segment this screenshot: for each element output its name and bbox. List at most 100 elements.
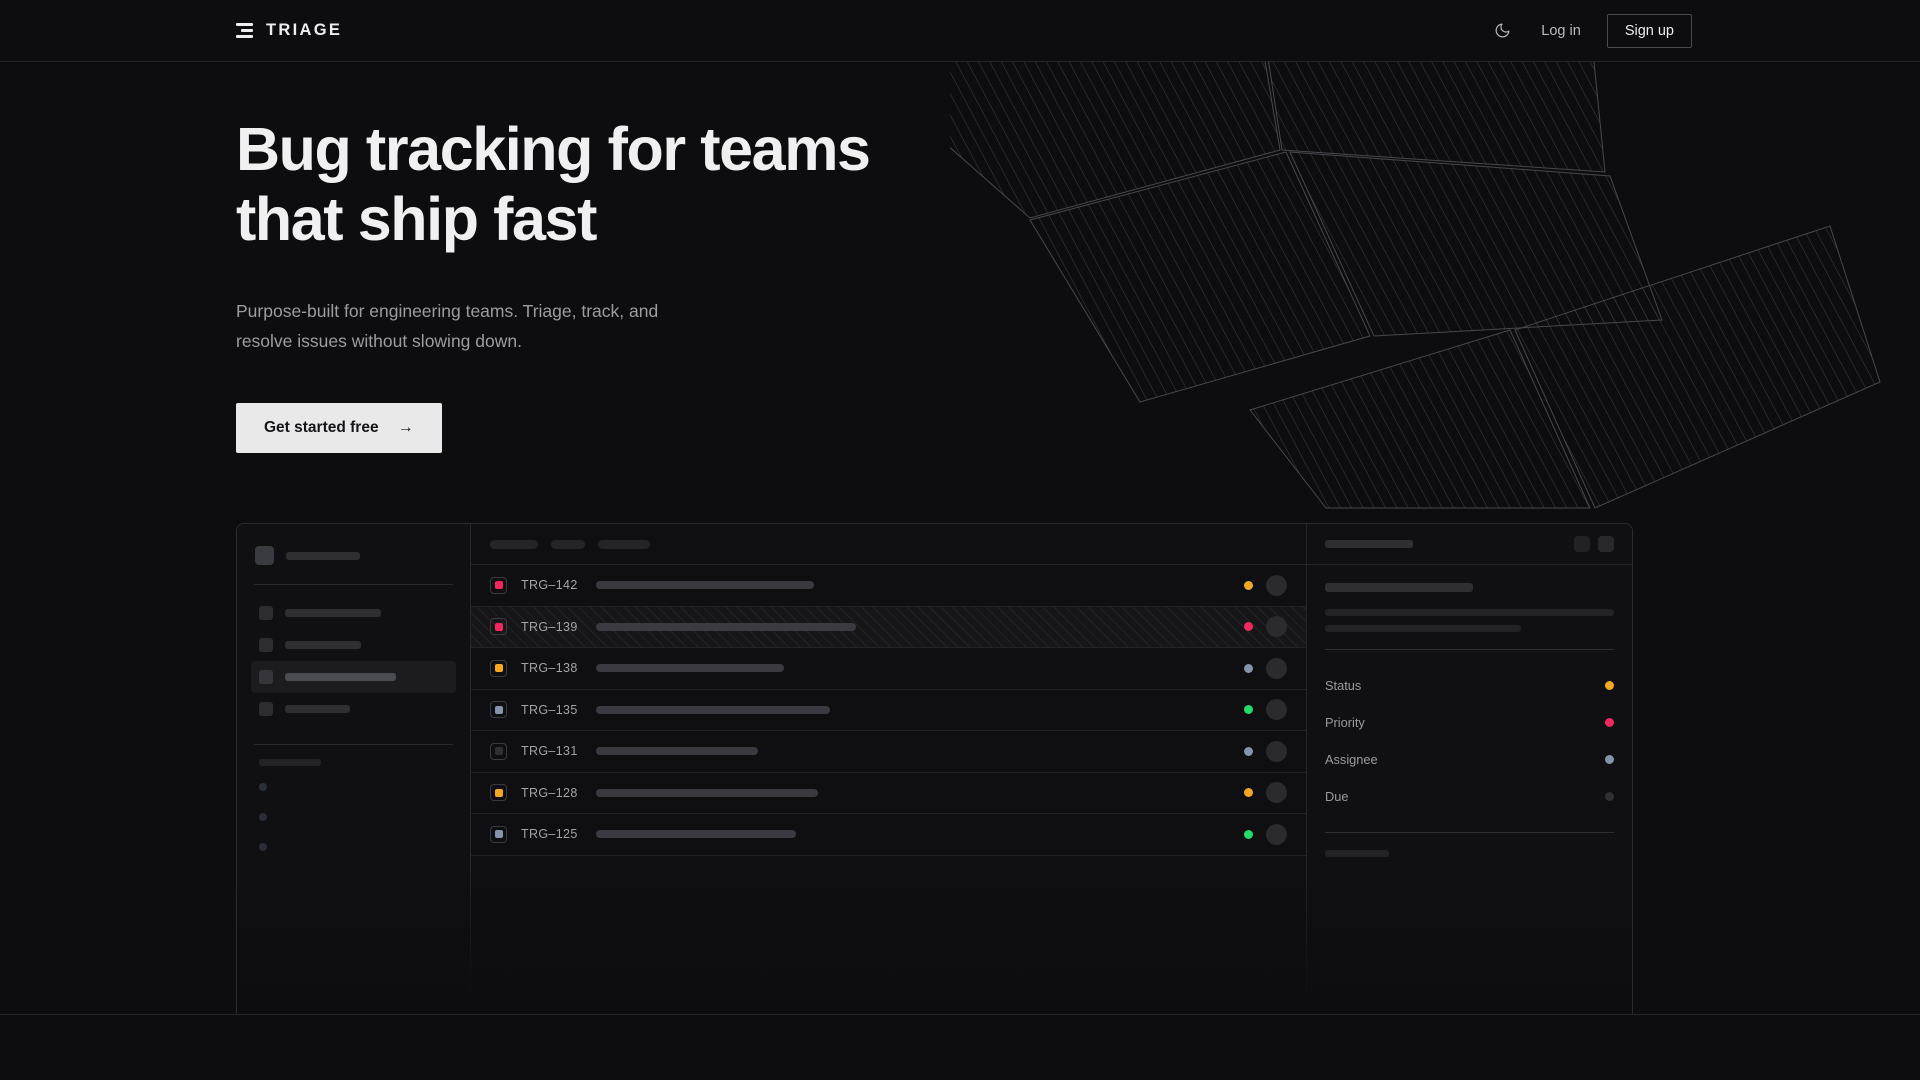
sidebar-divider-bottom: [254, 744, 453, 745]
login-link[interactable]: Log in: [1541, 22, 1581, 39]
row-meta: [1244, 657, 1287, 679]
issue-id: TRG–128: [521, 785, 578, 800]
detail-heading-placeholder: [1325, 583, 1473, 592]
status-badge[interactable]: [1244, 580, 1253, 590]
hero-subtext: Purpose-built for engineering teams. Tri…: [236, 301, 659, 352]
nav-actions: Log in Sign up: [1489, 13, 1692, 48]
meta-value-dot: [1605, 718, 1614, 727]
sidebar-mini-item-3[interactable]: [251, 832, 456, 862]
sidebar-mini-item-2[interactable]: [251, 802, 456, 832]
meta-label: Status: [1325, 678, 1362, 693]
status-badge[interactable]: [1244, 788, 1253, 798]
mock-sidebar: [237, 524, 471, 1014]
detail-desc-line-2: [1325, 625, 1521, 632]
detail-meta-priority[interactable]: Priority: [1325, 704, 1614, 741]
priority-badge-icon: [490, 701, 507, 719]
get-started-button[interactable]: Get started free →: [236, 403, 442, 454]
brand-name: TRIAGE: [266, 21, 343, 39]
table-row[interactable]: TRG–128: [471, 773, 1306, 814]
sidebar-item-label-placeholder: [285, 641, 361, 649]
issue-title-placeholder: [596, 747, 758, 756]
issue-id: TRG–125: [521, 827, 578, 842]
row-meta: [1244, 823, 1287, 845]
priority-badge-icon: [490, 576, 507, 594]
meta-label: Due: [1325, 789, 1349, 804]
detail-action-1-icon[interactable]: [1574, 536, 1590, 552]
toolbar-chip-2[interactable]: [551, 539, 585, 549]
issue-id: TRG–139: [521, 619, 578, 634]
meta-value-dot: [1605, 792, 1614, 801]
sidebar-item-3[interactable]: [251, 661, 456, 693]
sidebar-item-label-placeholder: [285, 673, 396, 681]
sidebar-item-4[interactable]: [251, 693, 456, 725]
table-row[interactable]: TRG–139: [471, 606, 1306, 648]
row-meta: [1244, 574, 1287, 596]
meta-value-dot: [1605, 755, 1614, 764]
avatar[interactable]: [1266, 574, 1287, 596]
cta-label: Get started free: [264, 419, 379, 437]
avatar[interactable]: [1266, 740, 1287, 762]
sidebar-mini-item-1[interactable]: [251, 772, 456, 802]
workspace-name-placeholder: [286, 551, 360, 560]
priority-badge-icon: [490, 742, 507, 760]
priority-badge-icon: [490, 784, 507, 802]
bullet-icon: [259, 813, 267, 821]
avatar[interactable]: [1266, 699, 1287, 721]
brand-logo[interactable]: TRIAGE: [236, 21, 342, 40]
workspace-switcher[interactable]: [251, 540, 456, 565]
arrow-right-icon: →: [397, 419, 414, 437]
footer-divider: [0, 1014, 1920, 1015]
table-row[interactable]: TRG–135: [471, 690, 1306, 731]
theme-toggle-button[interactable]: [1489, 18, 1515, 44]
status-badge[interactable]: [1244, 705, 1253, 715]
top-navigation-bar: TRIAGE Log in Sign up: [0, 0, 1920, 62]
table-row[interactable]: TRG–142: [471, 565, 1306, 607]
meta-label: Priority: [1325, 715, 1365, 730]
stack-bars-icon: [236, 23, 253, 38]
detail-meta-due[interactable]: Due: [1325, 778, 1614, 815]
toolbar-chip-1[interactable]: [490, 539, 538, 549]
detail-header: [1307, 524, 1632, 565]
meta-value-dot: [1605, 681, 1614, 690]
sidebar-divider-top: [254, 584, 453, 585]
avatar[interactable]: [1266, 657, 1287, 679]
sidebar-item-icon: [259, 702, 273, 716]
issue-title-placeholder: [596, 788, 818, 797]
avatar[interactable]: [1266, 616, 1287, 638]
bullet-icon: [259, 843, 267, 851]
sidebar-item-label-placeholder: [285, 705, 350, 713]
avatar[interactable]: [1266, 782, 1287, 804]
issue-id: TRG–138: [521, 661, 578, 676]
moon-icon: [1495, 23, 1510, 38]
table-row[interactable]: TRG–131: [471, 731, 1306, 773]
detail-meta-assignee[interactable]: Assignee: [1325, 741, 1614, 778]
row-meta: [1244, 616, 1287, 638]
detail-desc-line-1: [1325, 609, 1614, 616]
table-row[interactable]: TRG–138: [471, 648, 1306, 690]
sidebar-mini-list: [251, 772, 456, 862]
detail-action-2-icon[interactable]: [1598, 536, 1614, 552]
avatar[interactable]: [1266, 823, 1287, 845]
toolbar-chip-3[interactable]: [598, 539, 650, 549]
status-badge[interactable]: [1244, 622, 1253, 632]
issue-id: TRG–142: [521, 578, 578, 593]
detail-meta-status[interactable]: Status: [1325, 667, 1614, 704]
priority-badge-icon: [490, 825, 507, 843]
signup-button[interactable]: Sign up: [1606, 13, 1692, 48]
workspace-avatar: [255, 546, 274, 565]
activity-caption-placeholder: [1325, 850, 1389, 857]
status-badge[interactable]: [1244, 663, 1253, 673]
status-badge[interactable]: [1244, 829, 1253, 839]
issue-title-placeholder: [596, 705, 830, 714]
status-badge[interactable]: [1244, 746, 1253, 756]
table-row[interactable]: TRG–125: [471, 814, 1306, 856]
sidebar-nav-list: [251, 597, 456, 725]
sidebar-item-1[interactable]: [251, 597, 456, 629]
sidebar-item-2[interactable]: [251, 629, 456, 661]
